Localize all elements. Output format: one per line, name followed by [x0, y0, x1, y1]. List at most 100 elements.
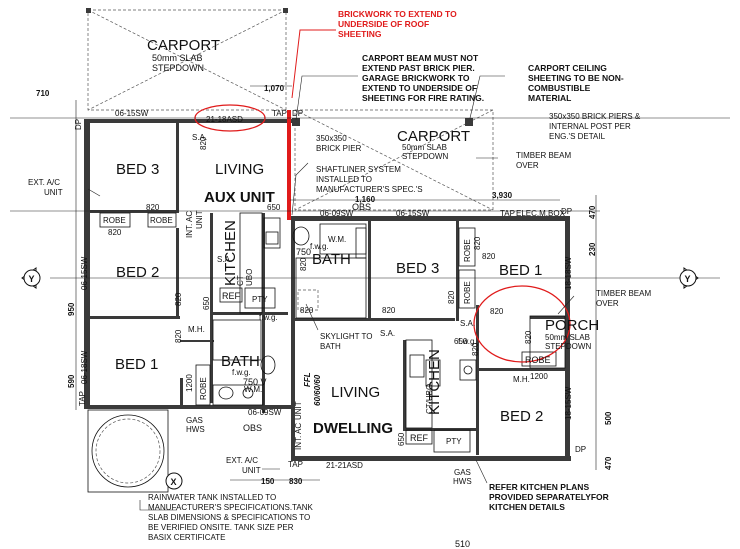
label-tap-4: TAP [288, 460, 303, 469]
note-beam-2: EXTEND PAST BRICK PIER. [362, 63, 475, 73]
note-shaftliner-1: SHAFTLINER SYSTEM [316, 165, 401, 174]
note-tank-3: SLAB DIMENSIONS & SPECIFICATIONS TO [148, 513, 310, 522]
label-elec-mbox: ELEC.M.BOX [516, 209, 566, 218]
dim-820-b: 820 [146, 203, 160, 212]
label-dwelling: DWELLING [313, 420, 393, 437]
label-pty-dw: PTY [446, 437, 462, 446]
label-dp-3: DP [561, 207, 572, 216]
note-ceiling-1: CARPORT CEILING [528, 63, 607, 73]
dim-470-b: 470 [604, 456, 613, 470]
dim-650-d: 650 [397, 432, 406, 446]
label-mh-dw: M.H. [513, 375, 530, 384]
dim-2118asd: 21-18ASD [206, 115, 243, 124]
dim-2121asd: 21-21ASD [326, 461, 363, 470]
label-aux-unit: AUX UNIT [204, 189, 275, 206]
label-int-ac-dw: INT. AC [294, 423, 303, 450]
label-bed2-aux: BED 2 [116, 264, 159, 281]
note-brickwork-1: BRICKWORK TO EXTEND TO [338, 9, 457, 19]
fixture-labels: ROBE ROBE ROBE ROBE ROBE ROBE REF PTY RE… [74, 109, 586, 486]
label-robe-1: ROBE [103, 216, 126, 225]
dim-820-n: 820 [299, 257, 308, 271]
label-bed3-aux: BED 3 [116, 161, 159, 178]
label-bath-aux: BATH [221, 353, 260, 370]
dim-230: 230 [588, 242, 597, 256]
label-living-aux: LIVING [215, 161, 264, 178]
label-porch-slab: 50mm SLAB [545, 333, 590, 342]
label-carport-right: CARPORT [397, 128, 470, 145]
label-stepdown-right: STEPDOWN [402, 152, 448, 161]
note-timber-3: TIMBER BEAM [596, 289, 651, 298]
label-carport-top: CARPORT [147, 37, 220, 54]
label-sa-2: S.A. [217, 255, 232, 264]
note-brick-pier: BRICK PIER [316, 144, 362, 153]
label-bed1-aux: BED 1 [115, 356, 158, 373]
label-stepdown-top: STEPDOWN [152, 63, 204, 73]
note-beam-3: GARAGE BRICKWORK TO [362, 73, 470, 83]
label-pty-aux: PTY [252, 295, 268, 304]
dim-710: 710 [36, 89, 50, 98]
dim-1815sw: 18-15SW [564, 386, 573, 420]
note-ext-ac-4: UNIT [242, 466, 261, 475]
dim-820-f: 820 [300, 306, 314, 315]
dim-820-j: 820 [524, 330, 533, 344]
label-slab-top: 50mm SLAB [152, 53, 203, 63]
note-pier-size: 350x350 [316, 134, 347, 143]
carport-right [292, 109, 494, 211]
label-gas-2: GAS [454, 468, 471, 477]
dim-820-c: 820 [108, 228, 122, 237]
fixtures [87, 212, 566, 493]
label-bed2-dw: BED 2 [500, 408, 543, 425]
label-bed1-dw: BED 1 [499, 262, 542, 279]
dim-0618sw-left: 06-18SW [80, 350, 89, 384]
dim-820-a: 820 [199, 136, 208, 150]
label-ct-aux: CT [236, 275, 245, 286]
label-ffl-value: 60/60/60 [313, 374, 322, 406]
note-shaftliner-3: MANUFACTURER'S SPEC.'S [316, 185, 423, 194]
dimension-lines [10, 85, 730, 481]
note-ceiling-4: MATERIAL [528, 93, 571, 103]
dim-3930: 3,930 [492, 191, 513, 200]
label-robe-5: ROBE [463, 281, 472, 304]
label-unit-aux: UNIT [195, 210, 204, 229]
dim-650-c: 650 [454, 337, 468, 346]
note-ext-ac-2: UNIT [44, 188, 63, 197]
carport-top [86, 8, 288, 111]
label-sa-3: S.A. [460, 319, 475, 328]
label-ref-aux: REF [222, 291, 241, 301]
label-fwg-aux: f.w.g. [259, 313, 278, 322]
note-beam-5: SHEETING FOR FIRE RATING. [362, 93, 484, 103]
dim-150: 150 [261, 477, 275, 486]
note-beam-4: EXTEND TO UNDERSIDE OF [362, 83, 477, 93]
label-obs-1: OBS [352, 202, 371, 212]
note-kitchen-3: KITCHEN DETAILS [489, 502, 565, 512]
label-unit-dw: UNIT [294, 401, 303, 420]
label-porch: PORCH [545, 317, 599, 334]
note-piers-1: 350x350 BRICK PIERS & [549, 112, 641, 121]
dim-0609sw-b: 06-09SW [248, 408, 282, 417]
grid-label-y-left: Y [29, 274, 35, 284]
label-robe-2: ROBE [150, 216, 173, 225]
dim-820-m: 820 [473, 236, 482, 250]
label-obs-2: OBS [243, 423, 262, 433]
label-wm-aux: W.M. [244, 385, 262, 394]
grid-marker-y-left: Y [21, 267, 41, 289]
label-mh-aux: M.H. [188, 325, 205, 334]
note-beam-1: CARPORT BEAM MUST NOT [362, 53, 479, 63]
label-750v: 750 V [243, 377, 267, 387]
label-dp-4: DP [575, 445, 586, 454]
dim-820-l: 820 [482, 252, 496, 261]
note-ext-ac-3: EXT. A/C [226, 456, 258, 465]
dim-470-a: 470 [588, 205, 597, 219]
label-porch-stepdown: STEPDOWN [545, 342, 591, 351]
label-ctubo-dw: CT/UBO [425, 384, 434, 414]
grid-label-x-bottom: X [171, 477, 177, 487]
dim-820-e: 820 [174, 329, 183, 343]
label-dp-2: DP [74, 119, 83, 130]
note-skylight-2: BATH [320, 342, 341, 351]
note-tank-2: MANUFACTURER'S SPECIFICATIONS.TANK [148, 503, 313, 512]
dim-1200-a: 1200 [185, 374, 194, 392]
label-robe-6: ROBE [525, 355, 551, 365]
label-kitchen-dw: KITCHEN [426, 349, 443, 415]
note-ceiling-3: COMBUSTIBLE [528, 83, 591, 93]
